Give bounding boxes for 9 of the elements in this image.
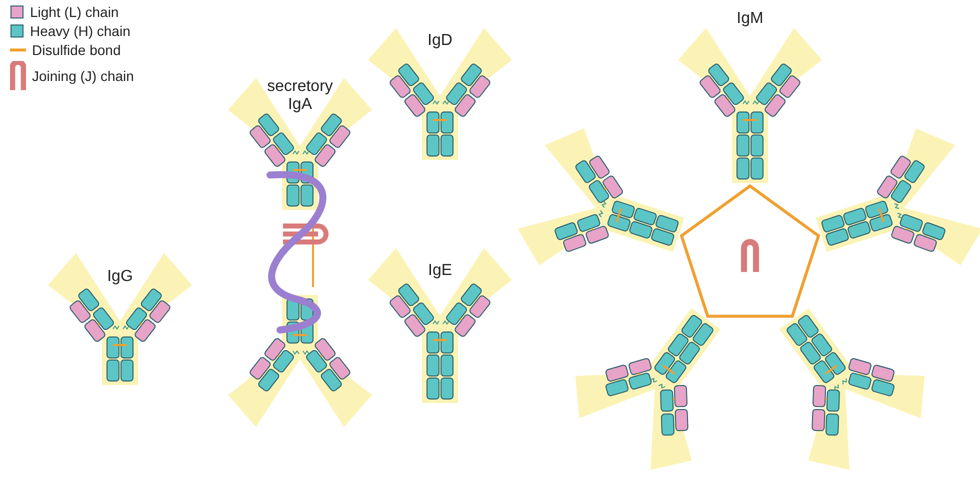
legend-text: Heavy (H) chain <box>30 23 130 39</box>
antibody-label: IgM <box>736 10 764 28</box>
legend-text: Light (L) chain <box>30 4 119 20</box>
legend-text: Joining (J) chain <box>32 68 134 84</box>
antibody-label: secretory IgA <box>266 78 334 114</box>
antibody-label: IgG <box>107 268 133 286</box>
antibody-label: IgE <box>428 262 452 280</box>
antibody-label: IgD <box>428 32 452 50</box>
legend-text: Disulfide bond <box>32 42 121 58</box>
